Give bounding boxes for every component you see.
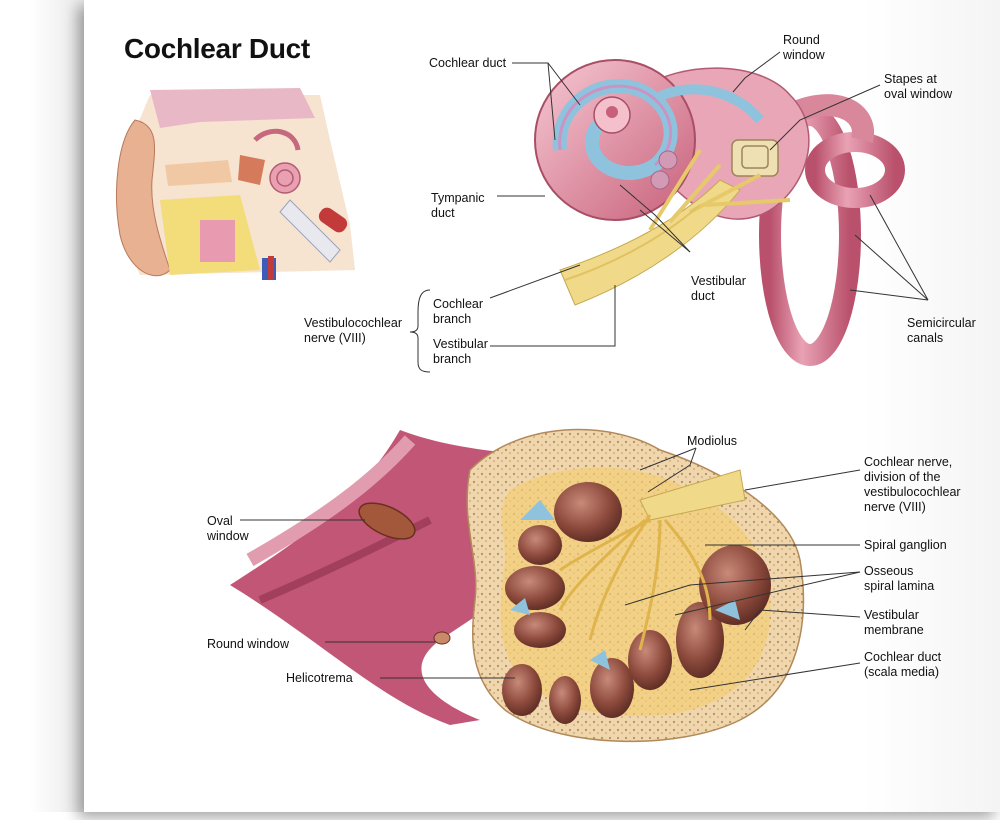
label-modiolus: Modiolus bbox=[687, 434, 738, 448]
label-line: Cochlear bbox=[433, 297, 484, 311]
label-round-window-bottom: Round window bbox=[207, 637, 289, 651]
label-line: vestibulocochlear bbox=[864, 485, 961, 499]
label-line: Round bbox=[783, 33, 820, 47]
label-line: Vestibulocochlear bbox=[304, 316, 402, 330]
label-line: Oval bbox=[207, 514, 233, 528]
label-line: Cochlear nerve, bbox=[864, 455, 953, 469]
canvas-edge-shadow bbox=[30, 0, 86, 812]
label-line: spiral lamina bbox=[864, 579, 935, 593]
label-cochlear-duct-top: Cochlear duct bbox=[429, 56, 507, 70]
label-line: Vestibular bbox=[691, 274, 746, 288]
label-cochlear-duct-scala-media: Cochlear duct(scala media) bbox=[864, 650, 941, 680]
label-line: Vestibular bbox=[433, 337, 488, 351]
label-line: Cochlear duct bbox=[864, 650, 942, 664]
ear-cross-section-thumbnail bbox=[116, 88, 355, 280]
label-line: nerve (VIII) bbox=[864, 500, 926, 514]
label-line: branch bbox=[433, 312, 472, 326]
label-line: window bbox=[783, 48, 825, 62]
label-line: division of the bbox=[864, 470, 941, 484]
label-line: Tympanic bbox=[431, 191, 485, 205]
label-line: nerve (VIII) bbox=[304, 331, 366, 345]
label-spiral-ganglion: Spiral ganglion bbox=[864, 538, 947, 552]
label-line: oval window bbox=[884, 87, 953, 101]
label-line: (scala media) bbox=[864, 665, 940, 679]
label-line: canals bbox=[907, 331, 944, 345]
page-title: Cochlear Duct bbox=[124, 33, 310, 64]
label-line: branch bbox=[433, 352, 472, 366]
leader-lines bbox=[240, 51, 929, 691]
label-line: Stapes at bbox=[884, 72, 937, 86]
label-line: Vestibular bbox=[864, 608, 919, 622]
label-line: Semicircular bbox=[907, 316, 976, 330]
inner-ear-diagram bbox=[534, 59, 905, 366]
label-line: duct bbox=[431, 206, 455, 220]
label-line: Osseous bbox=[864, 564, 914, 578]
label-line: window bbox=[207, 529, 249, 543]
label-line: duct bbox=[691, 289, 715, 303]
cochlea-cross-section bbox=[230, 428, 805, 743]
label-helicotrema: Helicotrema bbox=[286, 671, 353, 685]
label-line: membrane bbox=[864, 623, 924, 637]
